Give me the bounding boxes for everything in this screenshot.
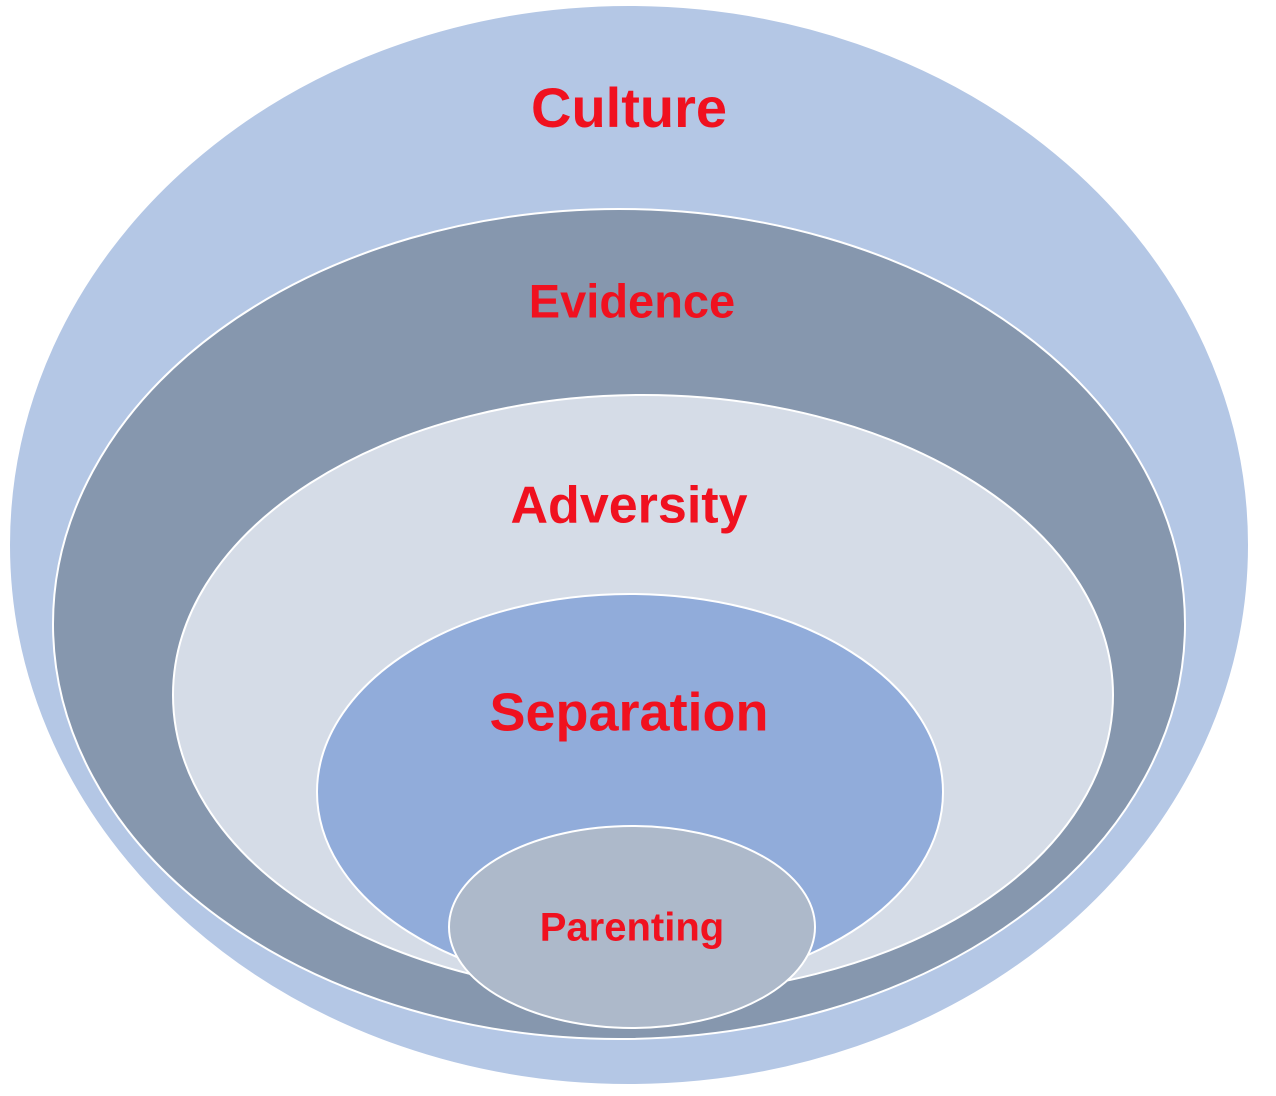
label-culture: Culture (531, 76, 727, 139)
ellipse-parenting (448, 825, 816, 1029)
label-separation: Separation (489, 682, 768, 742)
layer-parenting: Parenting (448, 825, 816, 1029)
label-parenting: Parenting (540, 906, 724, 950)
label-adversity: Adversity (511, 477, 748, 535)
label-evidence: Evidence (529, 274, 735, 327)
